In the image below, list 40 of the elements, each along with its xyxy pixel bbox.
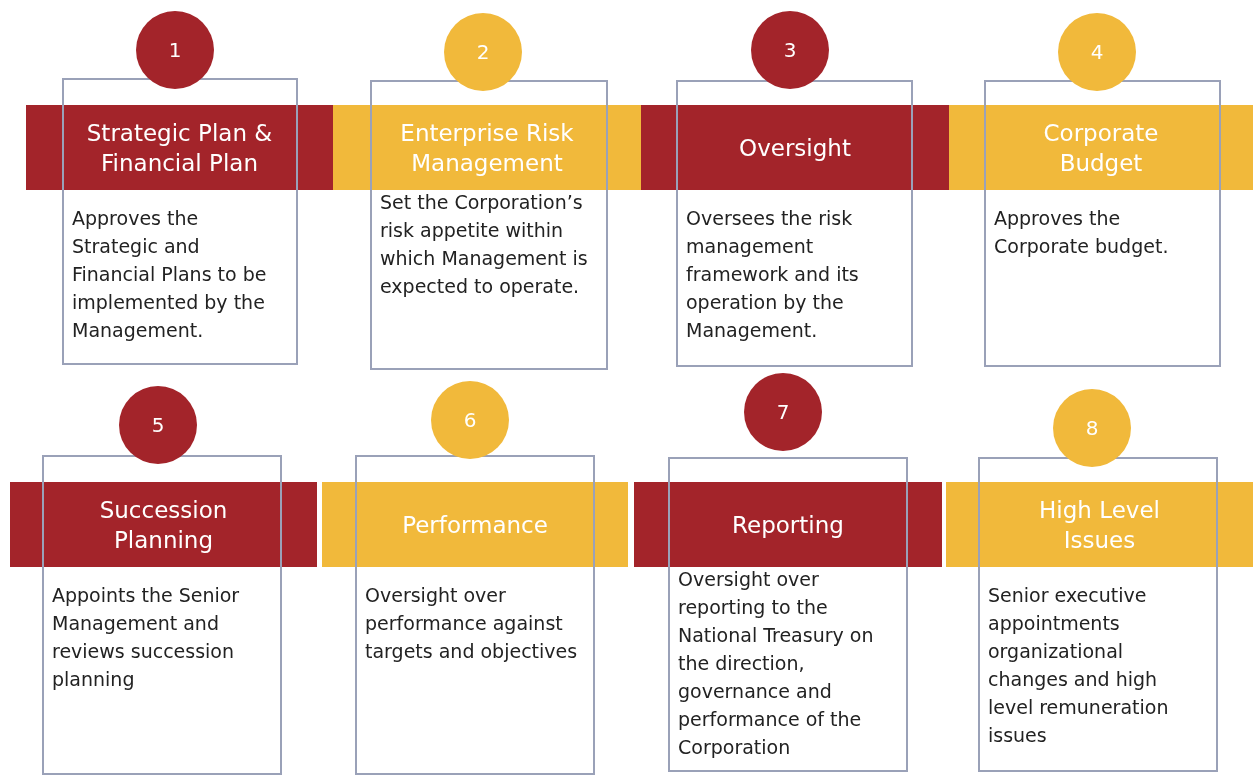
- banner-title: Oversight: [739, 133, 851, 163]
- card-description: Approves the Strategic and Financial Plans to be implemented by the Management.: [71, 206, 268, 343]
- badge-number: 6: [463, 408, 477, 432]
- badge-number: 8: [1085, 416, 1099, 440]
- title-banner: [641, 105, 949, 190]
- title-banner: [10, 482, 317, 567]
- card-description: Appoints the Senior Management and reviews succession planning: [51, 583, 241, 692]
- card-description: Oversight over reporting to the National Treasury on the direction, governance and performance of the Corporation: [677, 567, 875, 760]
- banner-title: Corporate Budget: [1042, 118, 1160, 178]
- title-banner: [634, 482, 942, 567]
- card-description: Oversees the risk management framework and its operation by the Management.: [685, 206, 860, 343]
- badge-number: 5: [151, 413, 165, 437]
- title-banner: [333, 105, 641, 190]
- banner-title: High Level Issues: [1038, 495, 1161, 555]
- description-card: [984, 80, 1221, 367]
- description-card: [978, 457, 1218, 772]
- title-banner: [946, 482, 1253, 567]
- badge-number: 1: [168, 38, 182, 62]
- description-card: [62, 78, 298, 365]
- banner-title: Reporting: [732, 510, 844, 540]
- title-banner: [322, 482, 628, 567]
- banner-title: Enterprise Risk Management: [399, 118, 575, 178]
- card-description: Set the Corporation’s risk appetite within which Management is expected to operate.: [379, 190, 589, 299]
- banner-title: Strategic Plan & Financial Plan: [86, 118, 273, 178]
- banner-title: Succession Planning: [98, 495, 229, 555]
- title-banner: [949, 105, 1253, 190]
- banner-title: Performance: [402, 510, 548, 540]
- description-card: [355, 455, 595, 775]
- description-card: [668, 457, 908, 772]
- badge-number: 3: [783, 38, 797, 62]
- card-description: Approves the Corporate budget.: [993, 206, 1170, 259]
- card-description: Oversight over performance against targets and objectives: [364, 583, 579, 664]
- badge-number: 7: [776, 400, 790, 424]
- description-card: [370, 80, 608, 370]
- card-description: Senior executive appointments organizational changes and high level remuneration issues: [987, 583, 1170, 748]
- description-card: [676, 80, 913, 367]
- title-banner: [26, 105, 333, 190]
- badge-number: 2: [476, 40, 490, 64]
- description-card: [42, 455, 282, 775]
- badge-number: 4: [1090, 40, 1104, 64]
